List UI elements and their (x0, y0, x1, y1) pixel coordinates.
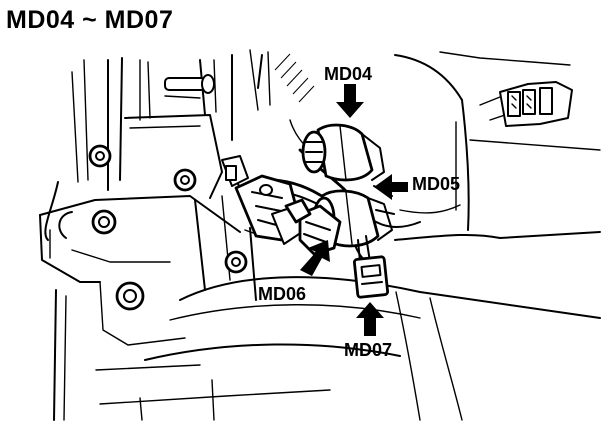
connector-md06 (284, 198, 342, 256)
md07-arrow (356, 302, 384, 336)
connector-md07 (352, 235, 390, 299)
md06-arrow (300, 240, 330, 276)
md04-label: MD04 (324, 64, 372, 84)
md07-label: MD07 (344, 340, 392, 360)
engine-block-linework (39, 49, 601, 421)
connector-md04 (301, 123, 385, 182)
page-title: MD04 ~ MD07 (6, 6, 174, 34)
bolt-heads (88, 144, 248, 311)
sensor-bracket (221, 155, 303, 245)
md06-label: MD06 (258, 284, 306, 304)
md04-arrow (336, 84, 364, 118)
md05-label: MD05 (412, 174, 460, 194)
md05-arrow (374, 174, 408, 200)
